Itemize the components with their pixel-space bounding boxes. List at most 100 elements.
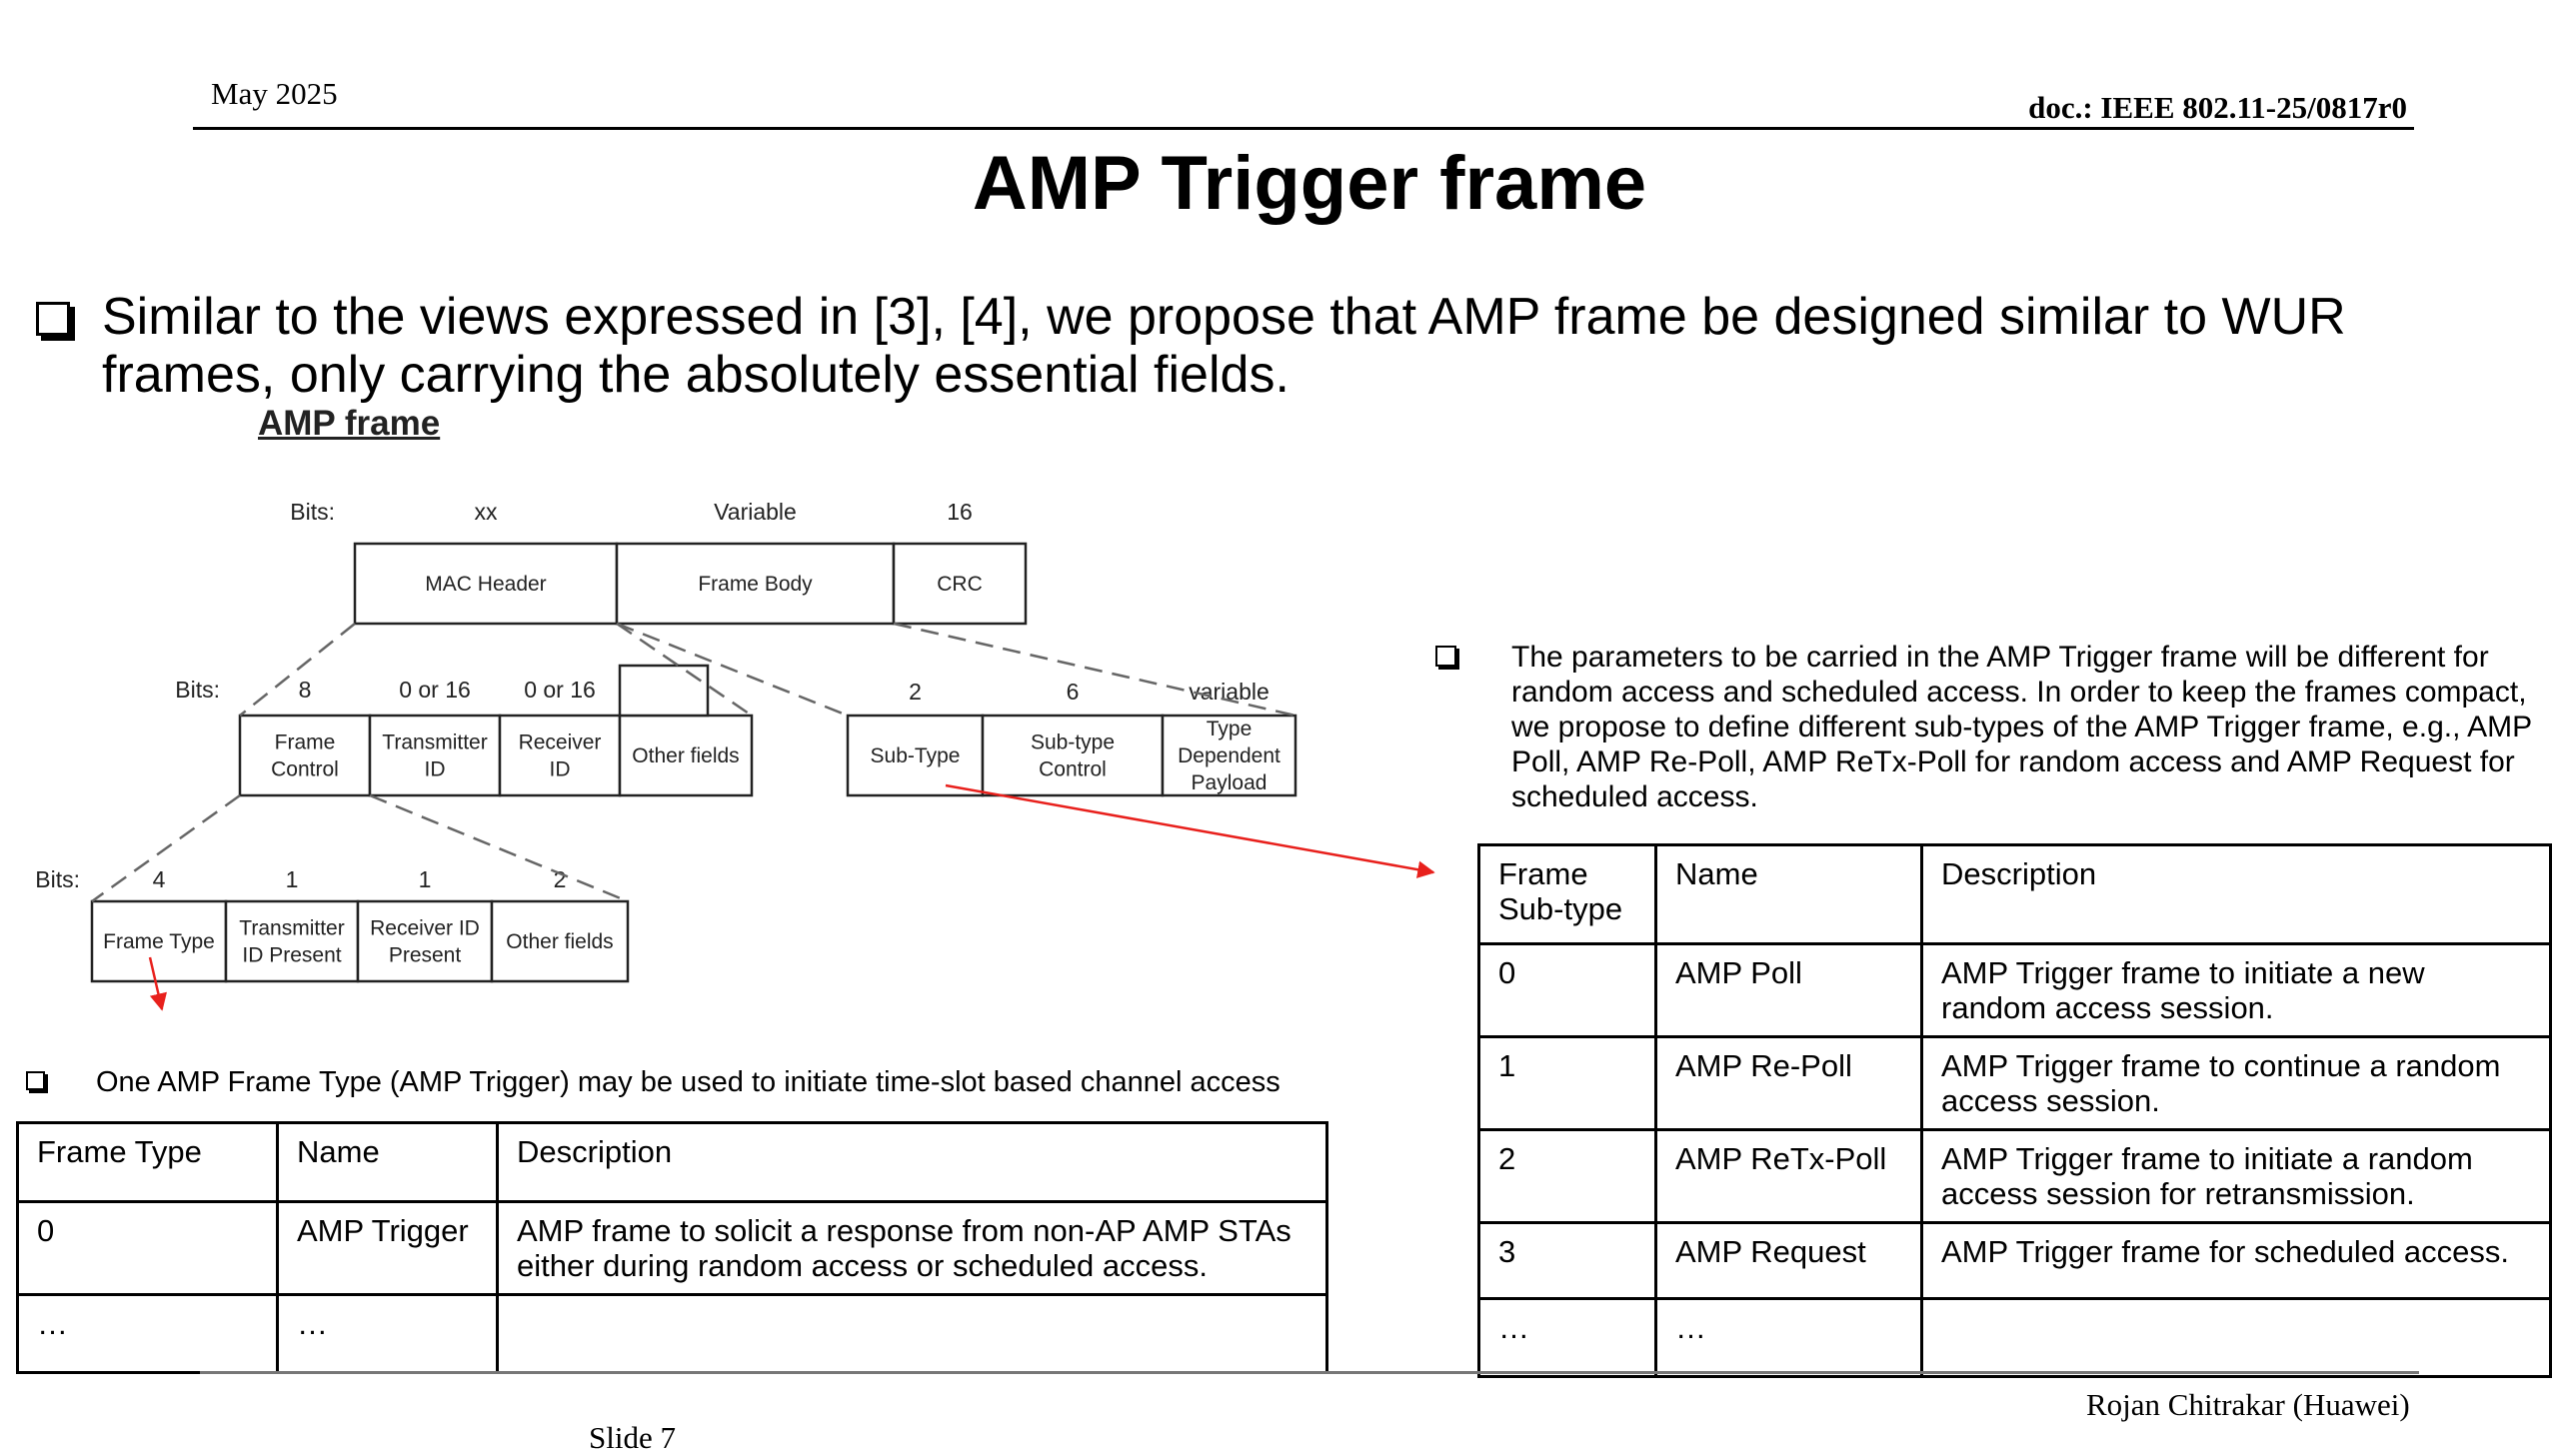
expansion-dashed-line — [369, 793, 629, 903]
frame-control-field-label: ID Present — [242, 944, 341, 967]
frame-body-field-box — [981, 714, 1165, 797]
table-header-cell: Name — [276, 1121, 499, 1203]
frame-body-field-label: Type — [1207, 718, 1253, 740]
expansion-dashed-line — [91, 793, 241, 903]
frame-control-field-label: Frame Type — [103, 930, 215, 953]
frame-body-field-bits: 2 — [909, 679, 922, 705]
table-cell: 0 — [1477, 942, 1657, 1038]
frame-control-field-bits: 1 — [286, 866, 299, 892]
amp-frame-label: AMP frame — [258, 404, 441, 443]
right-bullet-text: The parameters to be carried in the AMP … — [1511, 641, 2532, 813]
frame-control-field-box — [356, 899, 494, 983]
frame-body-field-label: Control — [1039, 758, 1107, 781]
table-header-row: Frame Sub-type Name Description — [1477, 843, 2552, 945]
frame-control-field-label: Transmitter — [239, 917, 344, 940]
top-row-field-bits: Variable — [714, 499, 797, 525]
frame-control-field-box — [90, 899, 228, 983]
frame-control-field-label: Receiver ID — [370, 917, 480, 940]
mac-header-field-box — [238, 714, 372, 797]
table-cell: AMP Trigger frame to initiate a random a… — [1920, 1128, 2552, 1224]
table-cell — [496, 1293, 1328, 1374]
expansion-dashed-line — [893, 622, 1296, 718]
expansion-dashed-line — [239, 623, 356, 717]
table-header-cell: Description — [1920, 843, 2552, 945]
table-header-cell: Frame Sub-type — [1477, 843, 1657, 945]
table-cell: 3 — [1477, 1221, 1657, 1300]
mac-header-field-bits: 0 or 16 — [524, 677, 596, 703]
mac-header-field-label: Transmitter — [382, 731, 487, 754]
table-row: 1 AMP Re-Poll AMP Trigger frame to conti… — [1477, 1035, 2552, 1131]
mac-header-field-label: Control — [271, 758, 339, 781]
table-cell: … — [276, 1293, 499, 1374]
frame-type-table: Frame Type Name Description 0 AMP Trigge… — [16, 1121, 1328, 1374]
frame-control-field-box — [490, 899, 630, 983]
top-row-field-label: Frame Body — [698, 573, 813, 596]
table-cell: AMP Trigger — [276, 1200, 499, 1296]
top-row-field-bits: 16 — [947, 499, 973, 525]
table-cell: AMP Trigger frame to continue a random a… — [1920, 1035, 2552, 1131]
top-row-field-label: CRC — [937, 573, 983, 596]
frame-control-field-label: Other fields — [506, 930, 613, 953]
table-cell: AMP ReTx-Poll — [1654, 1128, 1923, 1224]
footer-rule — [200, 1371, 2419, 1374]
frame-control-field-bits: 4 — [153, 866, 166, 892]
frame-type-arrow — [148, 956, 167, 1011]
frame-body-field-label: Dependent — [1178, 744, 1280, 767]
frame-body-field-label: Payload — [1192, 771, 1268, 794]
mac-header-field-label: ID — [550, 758, 571, 781]
frame-control-field-box — [224, 899, 360, 983]
header-date: May 2025 — [211, 76, 338, 111]
table-cell: AMP Trigger frame for scheduled access. — [1920, 1221, 2552, 1300]
table-header-cell: Description — [496, 1121, 1328, 1203]
table-cell: … — [1654, 1297, 1923, 1378]
table-header-cell: Frame Type — [16, 1121, 279, 1203]
top-row-field-box — [892, 542, 1028, 626]
mac-header-field-label: Receiver — [519, 731, 602, 754]
left-bullet-text: One AMP Frame Type (AMP Trigger) may be … — [96, 1066, 1280, 1098]
expansion-dashed-line — [616, 622, 849, 718]
table-cell: AMP Re-Poll — [1654, 1035, 1923, 1131]
top-row-field-label: MAC Header — [425, 573, 546, 596]
table-cell: 1 — [1477, 1035, 1657, 1131]
mac-header-field-box — [368, 714, 502, 797]
checkbox-bullet-icon — [36, 302, 70, 336]
frame-body-field-box — [846, 714, 985, 797]
top-row-field-bits: xx — [475, 499, 499, 525]
mac-header-field-bits: 0 or 16 — [399, 677, 471, 703]
mac-header-field-bits: 8 — [299, 677, 312, 703]
table-row: … … — [1477, 1297, 2552, 1378]
footer-slide-number: Slide 7 — [589, 1420, 676, 1455]
top-row-field-box — [615, 542, 896, 626]
table-cell: … — [16, 1293, 279, 1374]
bits-label: Bits: — [175, 677, 220, 703]
mac-header-field-label: ID — [425, 758, 446, 781]
mac-header-field-label: Frame — [275, 731, 336, 754]
footer-author: Rojan Chitrakar (Huawei) — [2086, 1387, 2410, 1422]
top-row-field-box — [353, 542, 619, 626]
mac-header-field-box — [498, 714, 622, 797]
subtype-arrow — [945, 783, 1435, 878]
table-cell: … — [1477, 1297, 1657, 1378]
table-row: 0 AMP Poll AMP Trigger frame to initiate… — [1477, 942, 2552, 1038]
header-doc-id: doc.: IEEE 802.11-25/0817r0 — [2028, 90, 2407, 125]
table-cell: AMP Trigger frame to initiate a new rand… — [1920, 942, 2552, 1038]
table-row: 2 AMP ReTx-Poll AMP Trigger frame to ini… — [1477, 1128, 2552, 1224]
checkbox-bullet-icon — [26, 1071, 45, 1090]
bits-label: Bits: — [290, 499, 335, 525]
frame-control-field-bits: 1 — [419, 866, 432, 892]
frame-body-field-box — [1161, 714, 1297, 797]
checkbox-bullet-icon — [1435, 646, 1456, 667]
frame-body-field-label: Sub-type — [1031, 731, 1115, 754]
table-cell: AMP frame to solicit a response from non… — [496, 1200, 1328, 1296]
frame-body-field-bits: 6 — [1067, 679, 1080, 705]
table-header-row: Frame Type Name Description — [16, 1121, 1328, 1203]
table-cell: 2 — [1477, 1128, 1657, 1224]
table-row: … … — [16, 1293, 1328, 1374]
header-rule — [193, 127, 2414, 130]
table-row: 3 AMP Request AMP Trigger frame for sche… — [1477, 1221, 2552, 1300]
frame-body-field-label: Sub-Type — [871, 744, 961, 767]
table-header-cell: Name — [1654, 843, 1923, 945]
table-cell — [1920, 1297, 2552, 1378]
main-bullet-text: Similar to the views expressed in [3], [… — [102, 288, 2346, 404]
